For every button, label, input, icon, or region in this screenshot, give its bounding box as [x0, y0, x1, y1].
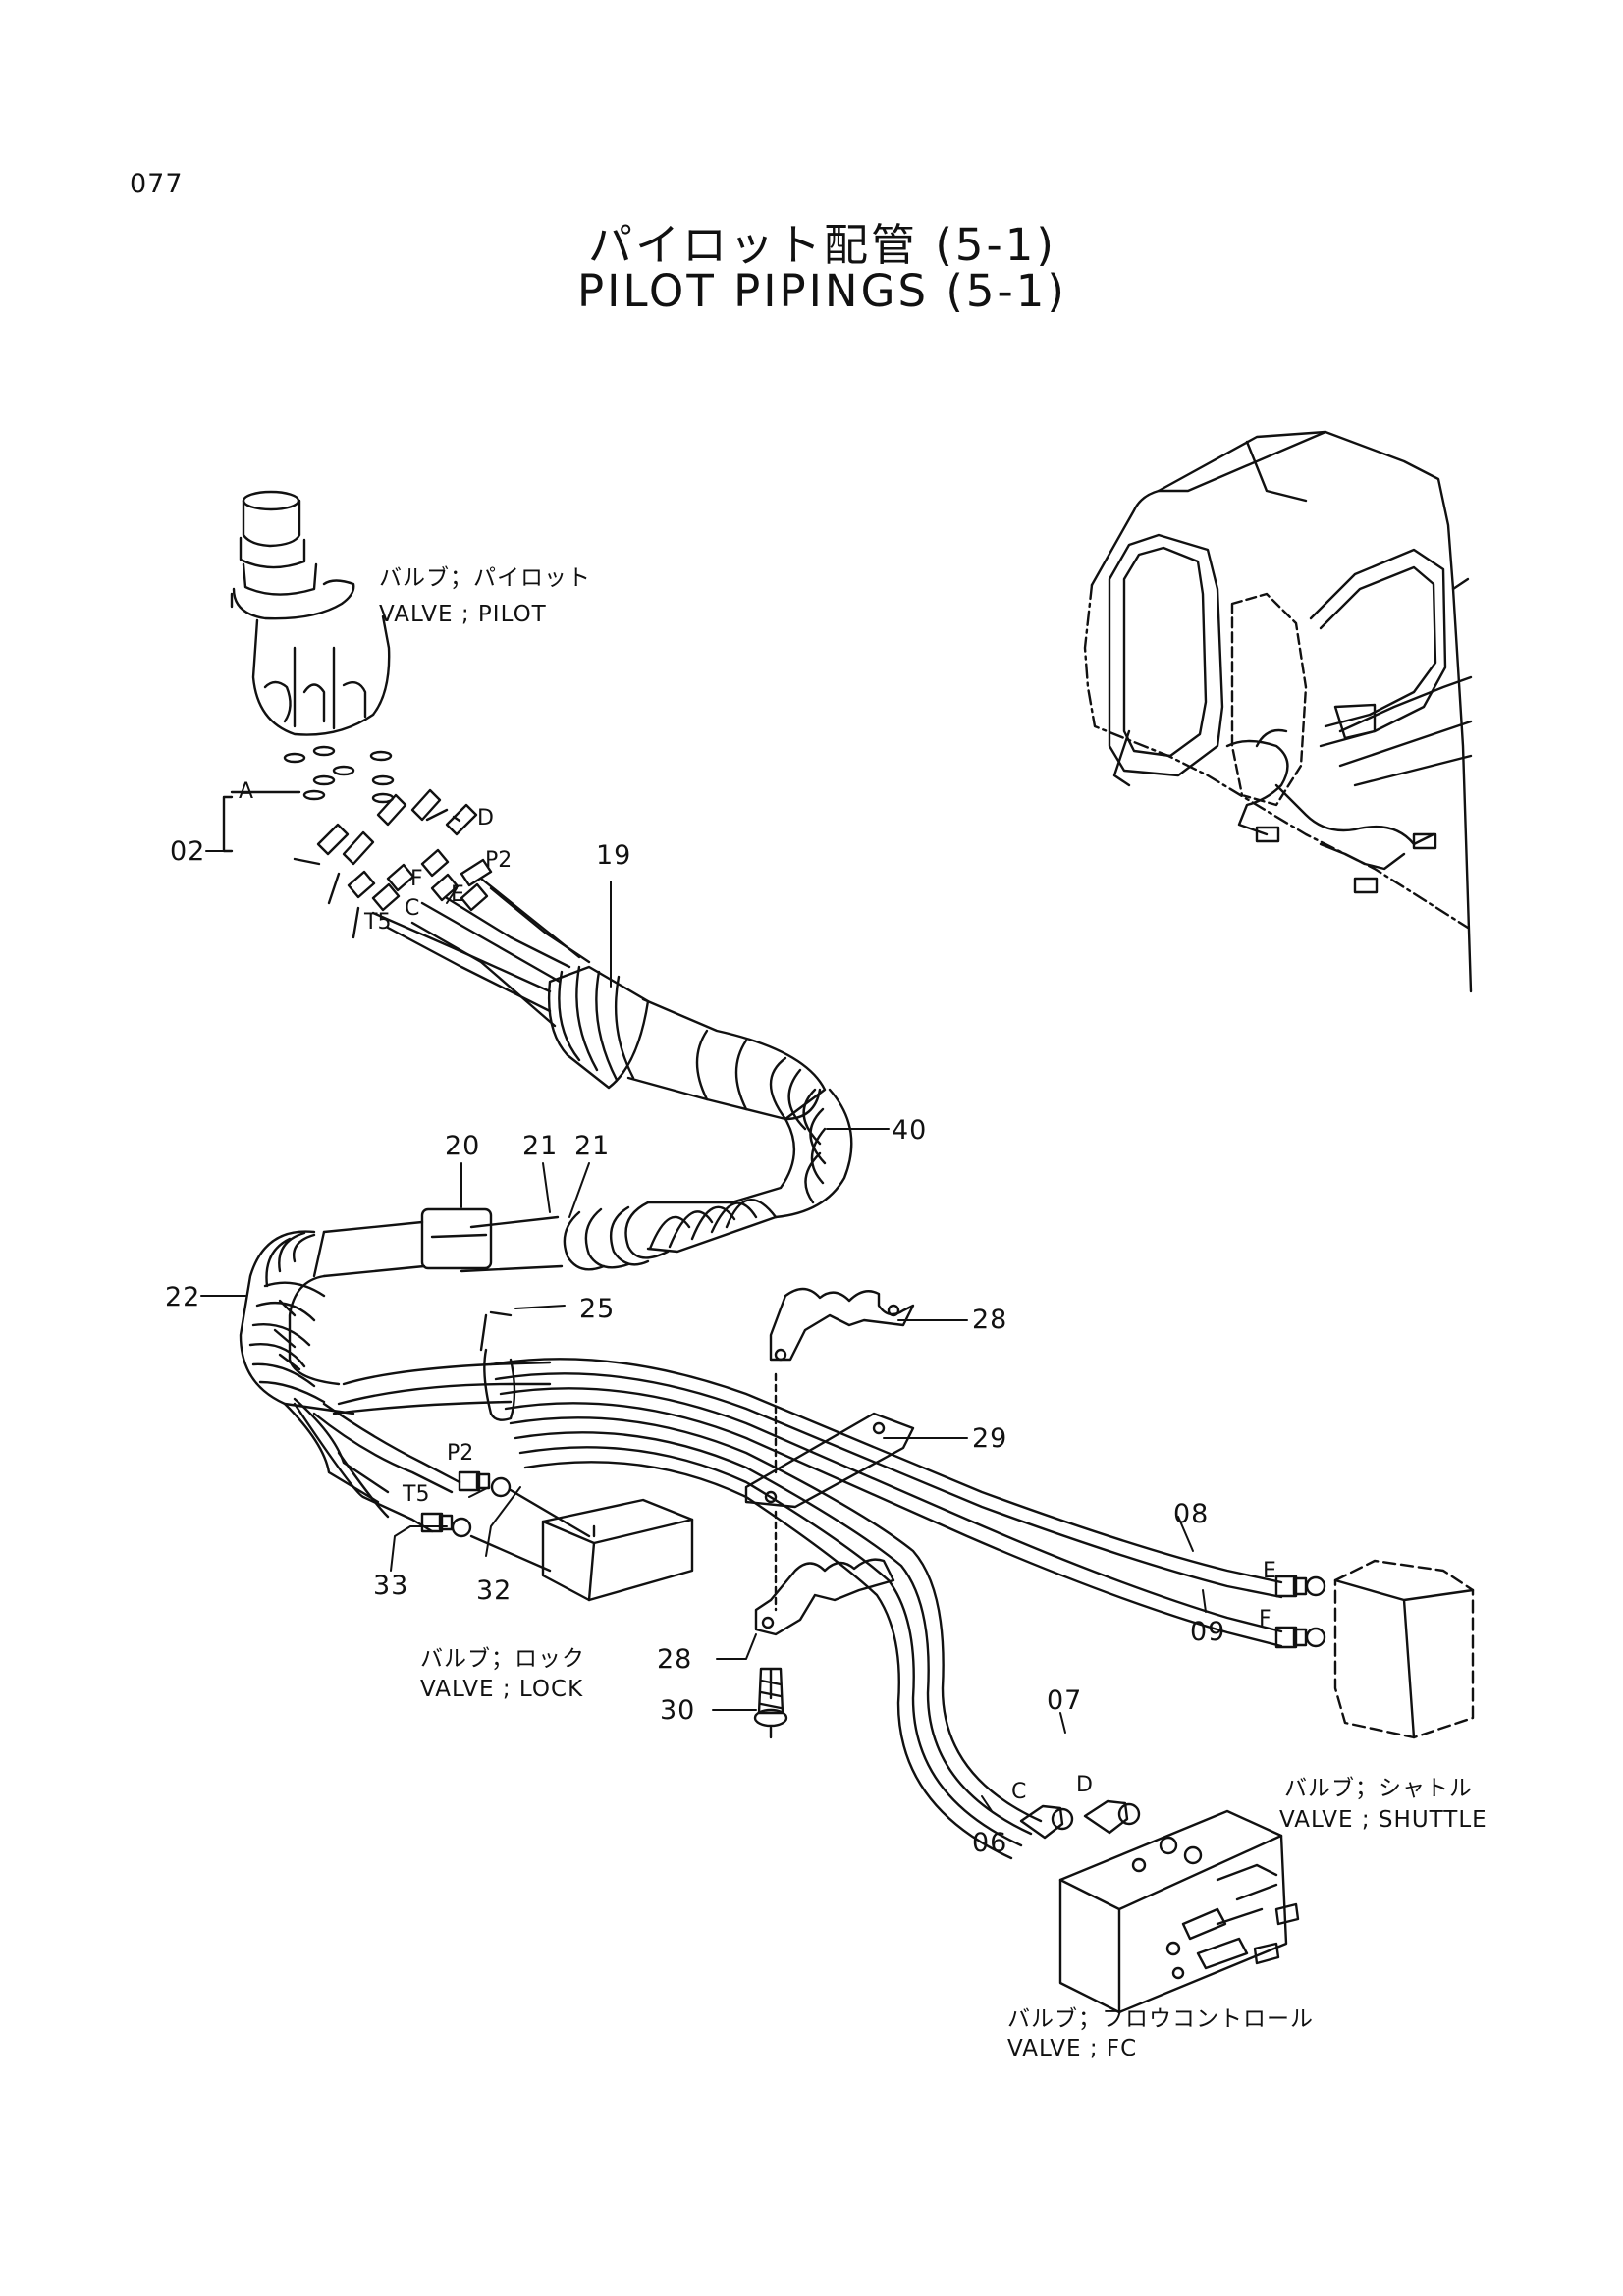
cab-illustration — [1083, 430, 1473, 993]
page-title-japanese: パイロット配管 (5-1) — [588, 219, 1056, 271]
port-label-d-fc: D — [1076, 1773, 1093, 1797]
port-label-f-top: F — [410, 867, 423, 891]
fc-valve-label-en: VALVE ; FC — [1007, 2036, 1138, 2061]
shuttle-valve-label-jp: バルブ；シャトル — [1284, 1776, 1473, 1801]
callout-30: 30 — [660, 1695, 696, 1726]
callout-09: 09 — [1190, 1617, 1226, 1647]
lock-valve-label-jp: バルブ；ロック — [420, 1646, 585, 1672]
callout-08: 08 — [1173, 1499, 1210, 1529]
callout-40: 40 — [892, 1115, 928, 1146]
hose-section-20-21 — [312, 1201, 670, 1278]
fc-valve-illustration — [1019, 1799, 1300, 2014]
callout-02: 02 — [170, 836, 206, 867]
callout-33: 33 — [373, 1571, 409, 1601]
shuttle-valve-fittings — [1274, 1559, 1475, 1739]
port-label-p2-top: P2 — [485, 848, 513, 873]
port-label-f-shuttle: F — [1259, 1607, 1271, 1631]
callout-22: 22 — [165, 1282, 201, 1312]
leader-lines — [200, 850, 1207, 1812]
callout-25: 25 — [579, 1294, 616, 1324]
pilot-valve-label-en: VALVE ; PILOT — [379, 602, 547, 627]
callout-20: 20 — [445, 1131, 481, 1161]
upper-hose-bundle — [371, 877, 591, 1028]
bracket-assembly — [744, 1287, 915, 1739]
top-fittings — [222, 788, 493, 939]
port-label-t5-lock: T5 — [403, 1482, 430, 1507]
callout-07: 07 — [1047, 1685, 1083, 1716]
clamp-25 — [479, 1310, 516, 1421]
port-label-d-top: D — [477, 806, 494, 830]
callout-21-a: 21 — [522, 1131, 559, 1161]
coiled-hose-22 — [239, 1230, 552, 1415]
port-label-e-top: E — [451, 882, 464, 907]
port-label-a: A — [239, 779, 254, 804]
port-label-c-fc: C — [1011, 1780, 1027, 1804]
bellows-hose-40 — [547, 965, 853, 1254]
port-label-e-shuttle: E — [1263, 1559, 1276, 1583]
pilot-valve-label-jp: バルブ；パイロット — [379, 565, 591, 591]
port-label-t5-top: T5 — [364, 910, 392, 934]
callout-28-bottom: 28 — [657, 1644, 693, 1675]
callout-28-top: 28 — [972, 1305, 1008, 1335]
pilot-valve-illustration — [230, 490, 395, 804]
callout-19: 19 — [596, 840, 632, 871]
page-number: 077 — [130, 169, 184, 199]
callout-32: 32 — [476, 1575, 513, 1606]
port-label-c-top: C — [405, 896, 420, 921]
long-hoses — [489, 1358, 1283, 1860]
page-title-english: PILOT PIPINGS (5-1) — [577, 265, 1067, 317]
shuttle-valve-label-en: VALVE ; SHUTTLE — [1279, 1807, 1488, 1833]
port-label-p2-lock: P2 — [447, 1441, 474, 1466]
lock-valve-label-en: VALVE ; LOCK — [420, 1677, 584, 1702]
lock-valve-hoses — [283, 1397, 694, 1602]
fc-valve-label-jp: バルブ；フロウコントロール — [1007, 2006, 1314, 2032]
callout-06: 06 — [972, 1828, 1008, 1858]
callout-29: 29 — [972, 1423, 1008, 1454]
callout-21-b: 21 — [574, 1131, 611, 1161]
